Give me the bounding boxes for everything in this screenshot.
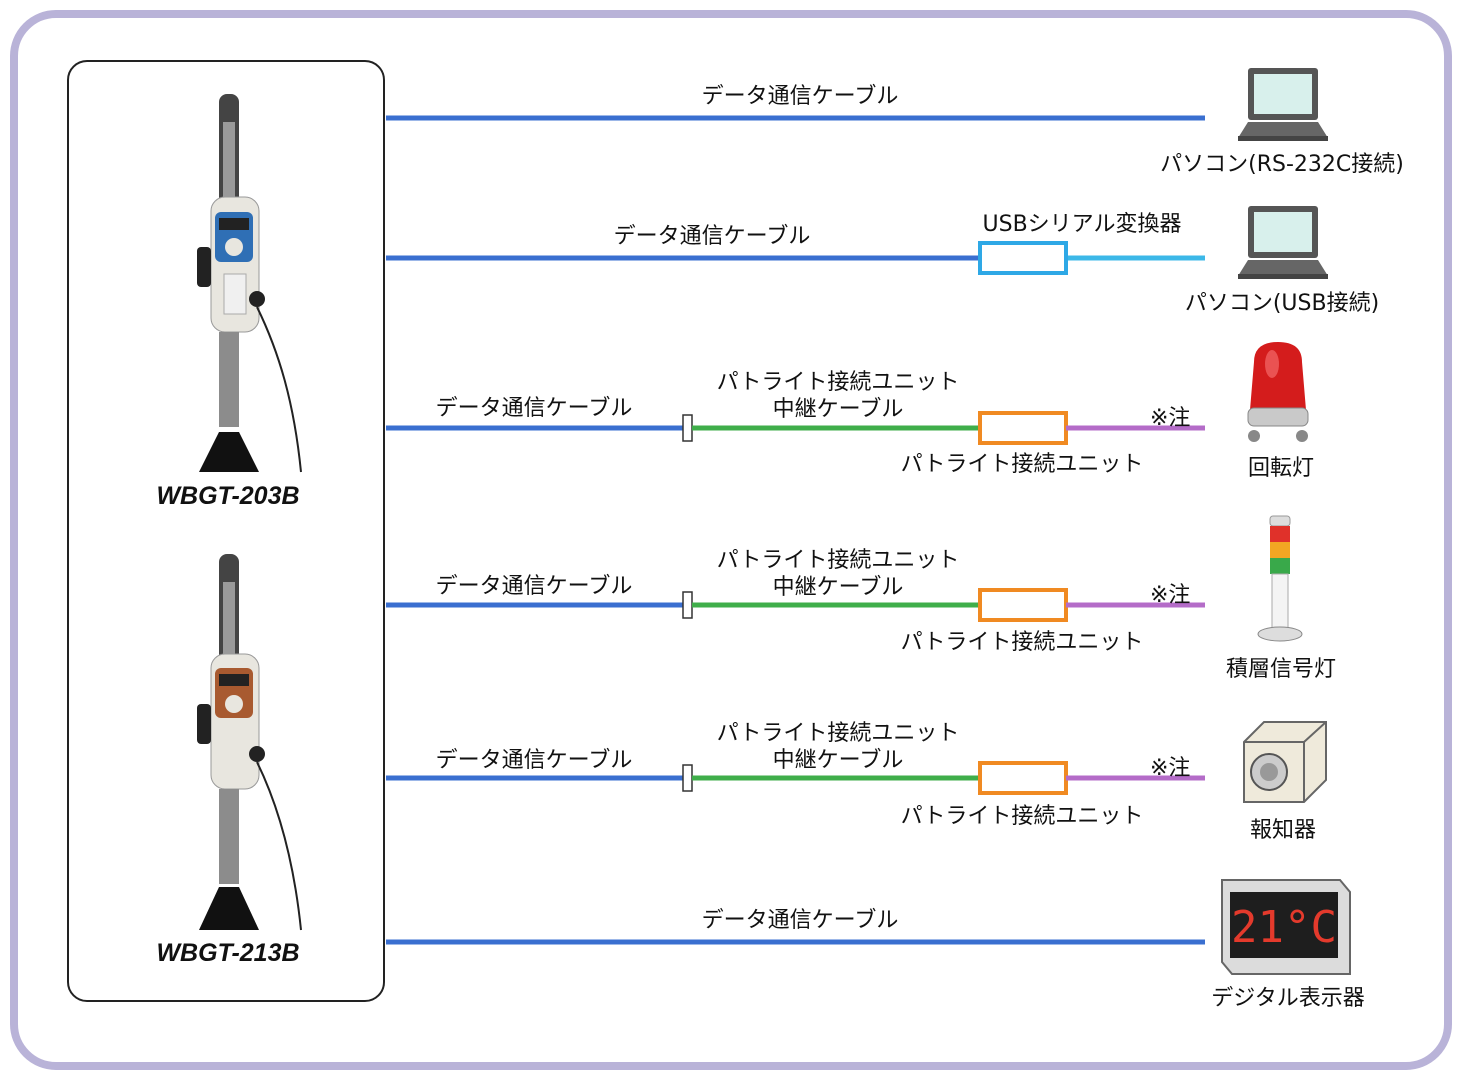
data-cable-label: データ通信ケーブル (701, 84, 899, 109)
data-cable-label: データ通信ケーブル (435, 574, 633, 599)
note-mark: ※注 (1150, 583, 1191, 608)
rotating-light-label: 回転灯 (1247, 456, 1315, 481)
wbgt-meters-illustration (197, 94, 302, 931)
usb-serial-converter-box (978, 241, 1068, 275)
relay-cable-label-line1: パトライト接続ユニット (716, 370, 960, 395)
signal-tower-icon (1257, 515, 1303, 642)
connection-lines: 21°C (386, 68, 1351, 975)
model-label-wbgt-203b: WBGT-203B (156, 482, 300, 510)
note-mark: ※注 (1150, 756, 1191, 781)
model-label-wbgt-213b: WBGT-213B (156, 939, 300, 967)
relay-cable-label-line1: パトライト接続ユニット (716, 548, 960, 573)
alarm-speaker-icon (1243, 721, 1327, 803)
pc-usb-label: パソコン(USB接続) (1184, 291, 1380, 316)
data-cable-label: データ通信ケーブル (701, 908, 899, 933)
relay-cable-label-line2: 中継ケーブル (772, 575, 904, 600)
laptop-icon (1238, 68, 1328, 141)
patlite-unit-label: パトライト接続ユニット (900, 630, 1144, 655)
wbgt-213b-meter-icon (197, 554, 302, 931)
relay-cable-label-line1: パトライト接続ユニット (716, 721, 960, 746)
patlite-row-3 (386, 761, 1205, 795)
laptop-icon (1238, 206, 1328, 279)
relay-cable-label-line2: 中継ケーブル (772, 397, 904, 422)
digital-display-icon: 21°C (1221, 879, 1351, 975)
signal-tower-label: 積層信号灯 (1225, 657, 1337, 682)
note-mark: ※注 (1150, 406, 1191, 431)
patlite-row-1 (386, 411, 1205, 445)
digital-display-label: デジタル表示器 (1211, 986, 1365, 1011)
pc-rs232c-label: パソコン(RS-232C接続) (1160, 152, 1404, 177)
relay-cable-label-line2: 中継ケーブル (772, 748, 904, 773)
patlite-unit-label: パトライト接続ユニット (900, 452, 1144, 477)
wbgt-device-panel: WBGT-203B WBGT-213B (67, 60, 385, 1002)
patlite-unit-label: パトライト接続ユニット (900, 804, 1144, 829)
patlite-row-2 (386, 588, 1205, 622)
usb-serial-converter-label: USBシリアル変換器 (982, 212, 1182, 237)
data-cable-label: データ通信ケーブル (613, 224, 811, 249)
rotating-light-icon (1247, 342, 1309, 442)
data-cable-label: データ通信ケーブル (435, 748, 633, 773)
display-value-text: 21°C (1231, 902, 1337, 953)
alarm-label: 報知器 (1249, 818, 1317, 843)
data-cable-label: データ通信ケーブル (435, 396, 633, 421)
wbgt-203b-meter-icon (197, 94, 302, 473)
